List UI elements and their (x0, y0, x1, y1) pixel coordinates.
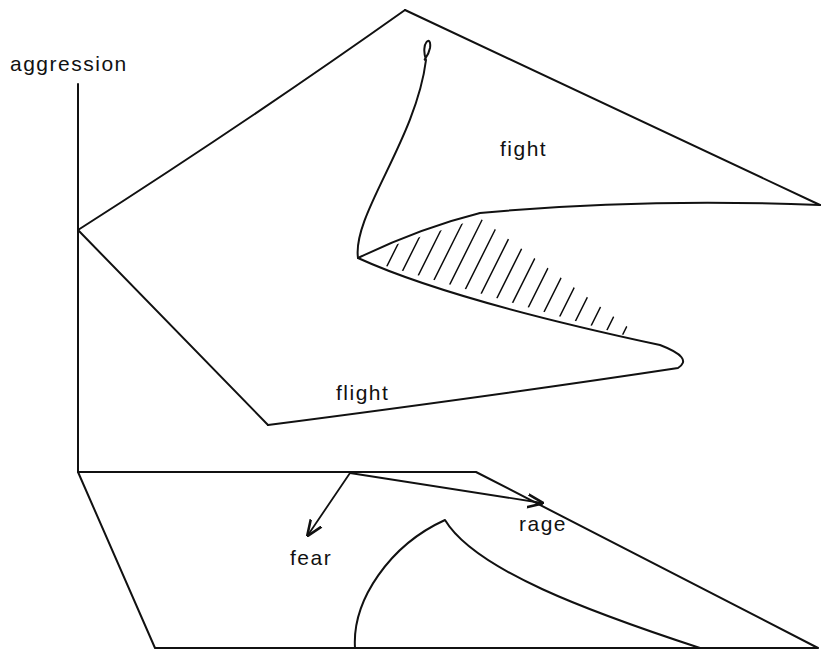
surface-edge (358, 203, 820, 258)
fold-curve (268, 41, 683, 425)
axis-arrow (308, 473, 350, 535)
cusp-curve (355, 520, 700, 648)
axis-label: aggression (10, 52, 128, 75)
surface-edge (405, 10, 820, 205)
surface-edge (78, 10, 405, 230)
sheet-label: flight (336, 381, 389, 404)
axis-label: fear (290, 546, 332, 569)
axis-arrow (350, 473, 542, 503)
surface-edge (78, 230, 268, 425)
control-plane (78, 472, 818, 648)
hatching (340, 220, 680, 360)
sheet-label: fight (500, 137, 547, 160)
axis-label: rage (519, 512, 567, 535)
axis-line (77, 84, 79, 472)
